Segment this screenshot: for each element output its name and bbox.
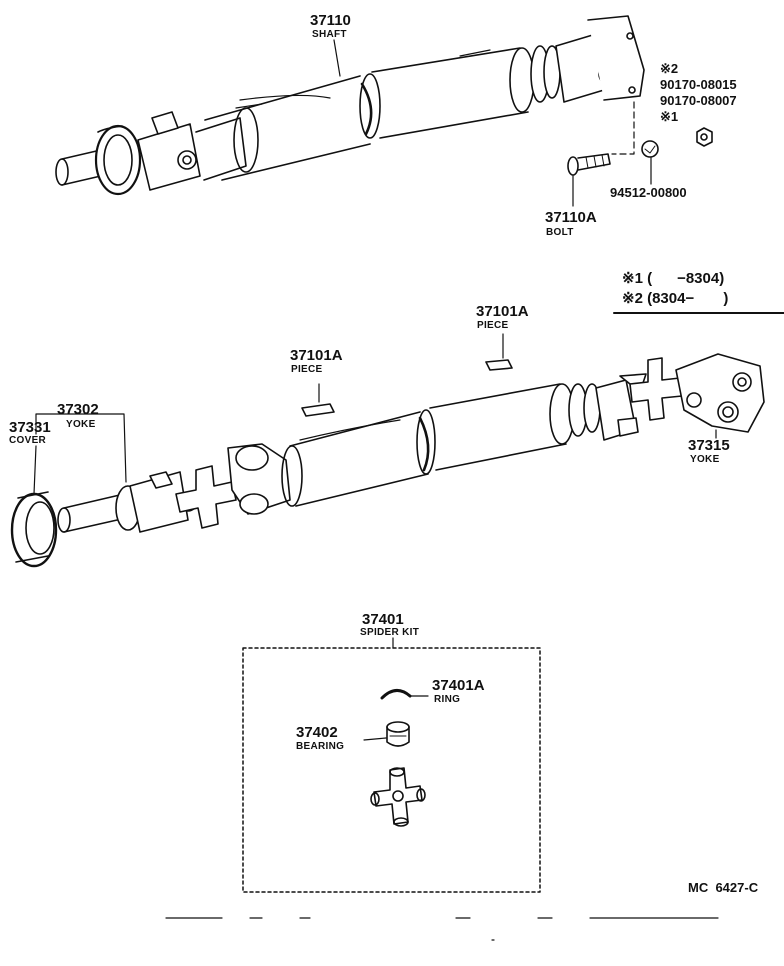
footer-rule [165,917,719,941]
nut-ref-mark2: ※2 [660,61,679,76]
nut-ref-code2: 90170-08007 [660,93,737,108]
shaft-name: SHAFT [312,29,347,40]
upper-shaft-assembly [55,15,713,207]
front-universal-joint [137,111,247,191]
tube-right [429,383,575,471]
fork-yoke [227,443,291,515]
piece-left-name: PIECE [291,364,323,375]
spider-kit-number: 37401 [362,611,404,628]
rear-joint-flange [530,15,645,103]
balance-piece-right [485,359,513,371]
cover-number: 37331 [9,419,51,436]
yoke-rear-number: 37315 [688,437,730,454]
nut-90170 [696,127,713,147]
stub-shaft [57,493,127,533]
balance-piece-left [301,403,335,417]
shaft-tube-left [204,73,381,181]
snap-ring [380,689,429,700]
legend-row-2: ※2 (8304− ) [622,290,729,307]
yoke-37315-part [675,353,765,433]
legend-row-1: ※1 ( −8304) [622,270,725,287]
shaft-tube-right [371,47,535,139]
tube-left [281,409,436,507]
rear-spider [629,357,683,421]
bolt-name: BOLT [546,227,574,238]
spider-kit-box [242,637,541,893]
middle-shaft-assembly [10,333,765,568]
bolt-37110a [567,153,611,176]
piece-right-name: PIECE [477,320,509,331]
rear-joint [568,373,647,441]
piece-left-number: 37101A [290,347,343,364]
cover-37331 [10,491,58,568]
yoke-front-number: 37302 [57,401,99,418]
piece-right-number: 37101A [476,303,529,320]
bolt-number: 37110A [545,209,597,226]
washer-number: 94512-00800 [610,185,687,200]
spider-cross-kit [370,767,426,827]
bearing-name: BEARING [296,741,345,752]
diagram-code: MC 6427-C [688,880,759,895]
spider-cross [175,465,237,529]
shaft-number: 37110 [310,12,351,29]
spider-kit-name: SPIDER KIT [360,627,420,638]
yoke-front-name: YOKE [66,419,96,430]
ring-number: 37401A [432,677,485,694]
bearing-number: 37402 [296,724,338,741]
cover-name: COVER [9,435,47,446]
slip-yoke-stub [55,124,142,196]
washer-94512 [641,140,659,158]
ring-name: RING [434,694,461,705]
nut-ref-code1: 90170-08015 [660,77,737,92]
bearing-cup [363,721,410,747]
nut-ref-mark1: ※1 [660,109,679,124]
yoke-rear-name: YOKE [690,454,720,465]
